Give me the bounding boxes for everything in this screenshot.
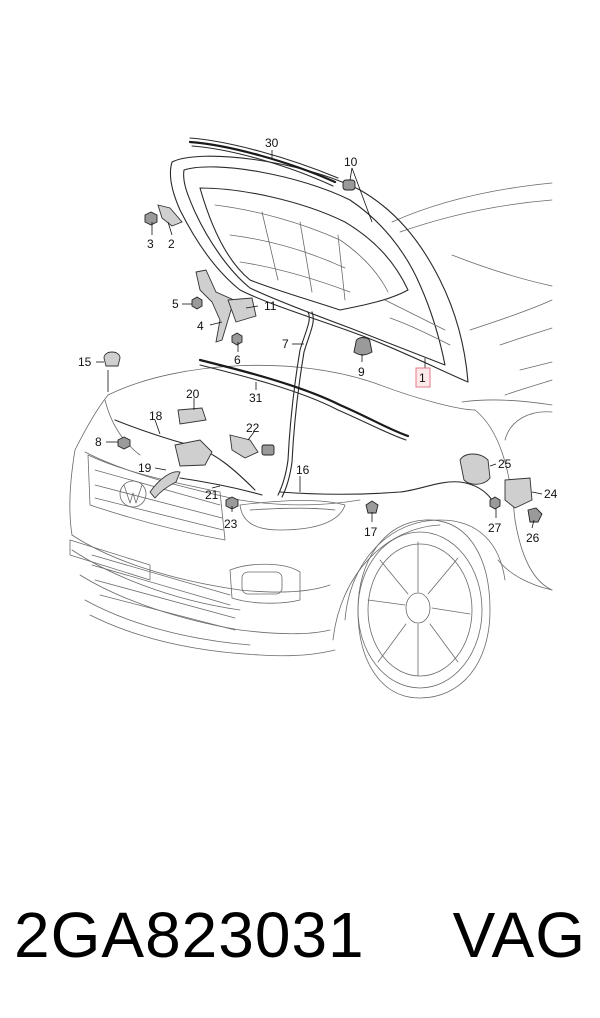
exploded-parts-diagram: 1 2 3 4 5 6 7 8 9 10 11 15 16 17 18 19 2… — [69, 136, 558, 699]
bump-stop-part — [342, 179, 356, 191]
prop-rod-part — [277, 311, 310, 496]
bracket-part-24 — [504, 477, 533, 509]
bolt-part-5 — [191, 296, 203, 310]
switch-sensor-part — [229, 434, 259, 459]
clip-part-17 — [365, 500, 379, 514]
callout-7: 7 — [282, 337, 289, 351]
callout-18: 18 — [149, 409, 163, 423]
screw-part-23 — [225, 496, 239, 510]
callout-24: 24 — [544, 487, 558, 501]
release-cable-part-21 — [179, 477, 263, 496]
callout-30: 30 — [265, 136, 279, 150]
callout-22: 22 — [246, 421, 260, 435]
callout-9: 9 — [358, 365, 365, 379]
grommet-part — [353, 337, 373, 356]
callout-2: 2 — [168, 237, 175, 251]
callout-5: 5 — [172, 297, 179, 311]
clip-part-8 — [117, 436, 131, 450]
highlight-box-1 — [415, 367, 431, 388]
leader-lines — [96, 150, 543, 529]
brand-label: VAG — [452, 899, 586, 971]
latch-lever-part — [459, 453, 491, 485]
callout-21: 21 — [205, 488, 219, 502]
callout-10: 10 — [344, 155, 358, 169]
callout-8: 8 — [95, 435, 102, 449]
callout-4: 4 — [197, 319, 204, 333]
cap-part — [103, 351, 121, 367]
callout-25: 25 — [498, 457, 512, 471]
bracket-part-2 — [157, 204, 183, 227]
callout-1: 1 — [419, 371, 426, 385]
callout-31: 31 — [249, 391, 263, 405]
callout-15: 15 — [78, 355, 92, 369]
callout-labels: 1 2 3 4 5 6 7 8 9 10 11 15 16 17 18 19 2… — [78, 136, 558, 545]
callout-3: 3 — [147, 237, 154, 251]
hood-seal-part — [198, 358, 410, 438]
release-handle-part — [149, 471, 181, 499]
callout-27: 27 — [488, 521, 502, 535]
part-number: 2GA823031 — [14, 899, 365, 971]
latch-bracket-part — [177, 407, 207, 425]
callout-17: 17 — [364, 525, 378, 539]
cable-part-16 — [279, 481, 493, 501]
callout-26: 26 — [526, 531, 540, 545]
bushing-part-26 — [527, 507, 543, 523]
bolt-part-6 — [231, 332, 243, 346]
hood-panel — [169, 155, 469, 383]
seal-strip-part — [188, 140, 337, 184]
callout-19: 19 — [138, 461, 152, 475]
bracket-part-11 — [227, 297, 257, 323]
callout-16: 16 — [296, 463, 310, 477]
callout-11: 11 — [264, 299, 277, 313]
footer: 2GA823031 VAG — [0, 890, 600, 980]
hood-latch-part — [174, 439, 213, 467]
car-body-outline — [69, 182, 553, 699]
callout-20: 20 — [186, 387, 200, 401]
bolt-part-27 — [489, 496, 501, 510]
callout-6: 6 — [234, 353, 241, 367]
parts — [103, 137, 543, 523]
hinge-part-4 — [195, 269, 235, 343]
nut-part-3 — [144, 211, 158, 226]
callout-23: 23 — [224, 517, 238, 531]
